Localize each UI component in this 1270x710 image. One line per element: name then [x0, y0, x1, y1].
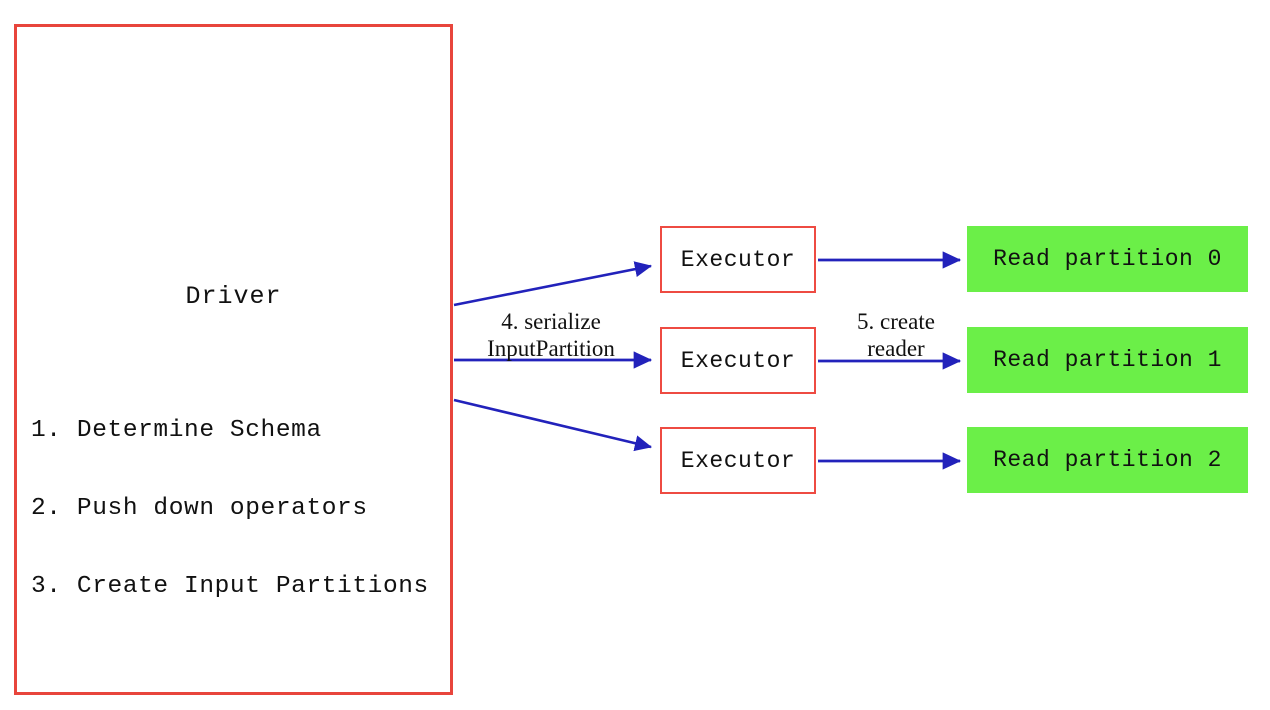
executor-box-2[interactable]: Executor — [660, 427, 816, 494]
arrow-driver-to-executor-0 — [453, 261, 653, 307]
executor-box-1[interactable]: Executor — [660, 327, 816, 394]
driver-title: Driver — [185, 282, 282, 311]
read-partition-box-1[interactable]: Read partition 1 — [967, 327, 1248, 393]
edge-label-create-reader: 5. create reader — [826, 308, 966, 362]
edge-label-serialize-line-1: 4. serialize — [501, 309, 601, 334]
read-partition-label-2: Read partition 2 — [993, 447, 1222, 473]
arrow-driver-to-executor-2 — [453, 398, 653, 452]
driver-step-3: 3. Create Input Partitions — [31, 573, 429, 600]
executor-box-0[interactable]: Executor — [660, 226, 816, 293]
executor-label-0: Executor — [680, 246, 796, 273]
executor-label-1: Executor — [680, 347, 796, 374]
edge-label-serialize-line-2: InputPartition — [487, 336, 615, 361]
driver-step-1: 1. Determine Schema — [31, 417, 322, 444]
edge-label-serialize-input-partition: 4. serialize InputPartition — [462, 308, 640, 362]
read-partition-label-1: Read partition 1 — [993, 347, 1222, 373]
executor-label-2: Executor — [680, 447, 796, 474]
edge-label-create-reader-line-2: reader — [867, 336, 925, 361]
driver-box[interactable]: Driver 1. Determine Schema 2. Push down … — [14, 24, 453, 695]
read-partition-label-0: Read partition 0 — [993, 246, 1222, 272]
driver-steps-list: 1. Determine Schema 2. Push down operato… — [31, 366, 429, 652]
read-partition-box-2[interactable]: Read partition 2 — [967, 427, 1248, 493]
read-partition-box-0[interactable]: Read partition 0 — [967, 226, 1248, 292]
edge-label-create-reader-line-1: 5. create — [857, 309, 935, 334]
driver-step-2: 2. Push down operators — [31, 495, 368, 522]
